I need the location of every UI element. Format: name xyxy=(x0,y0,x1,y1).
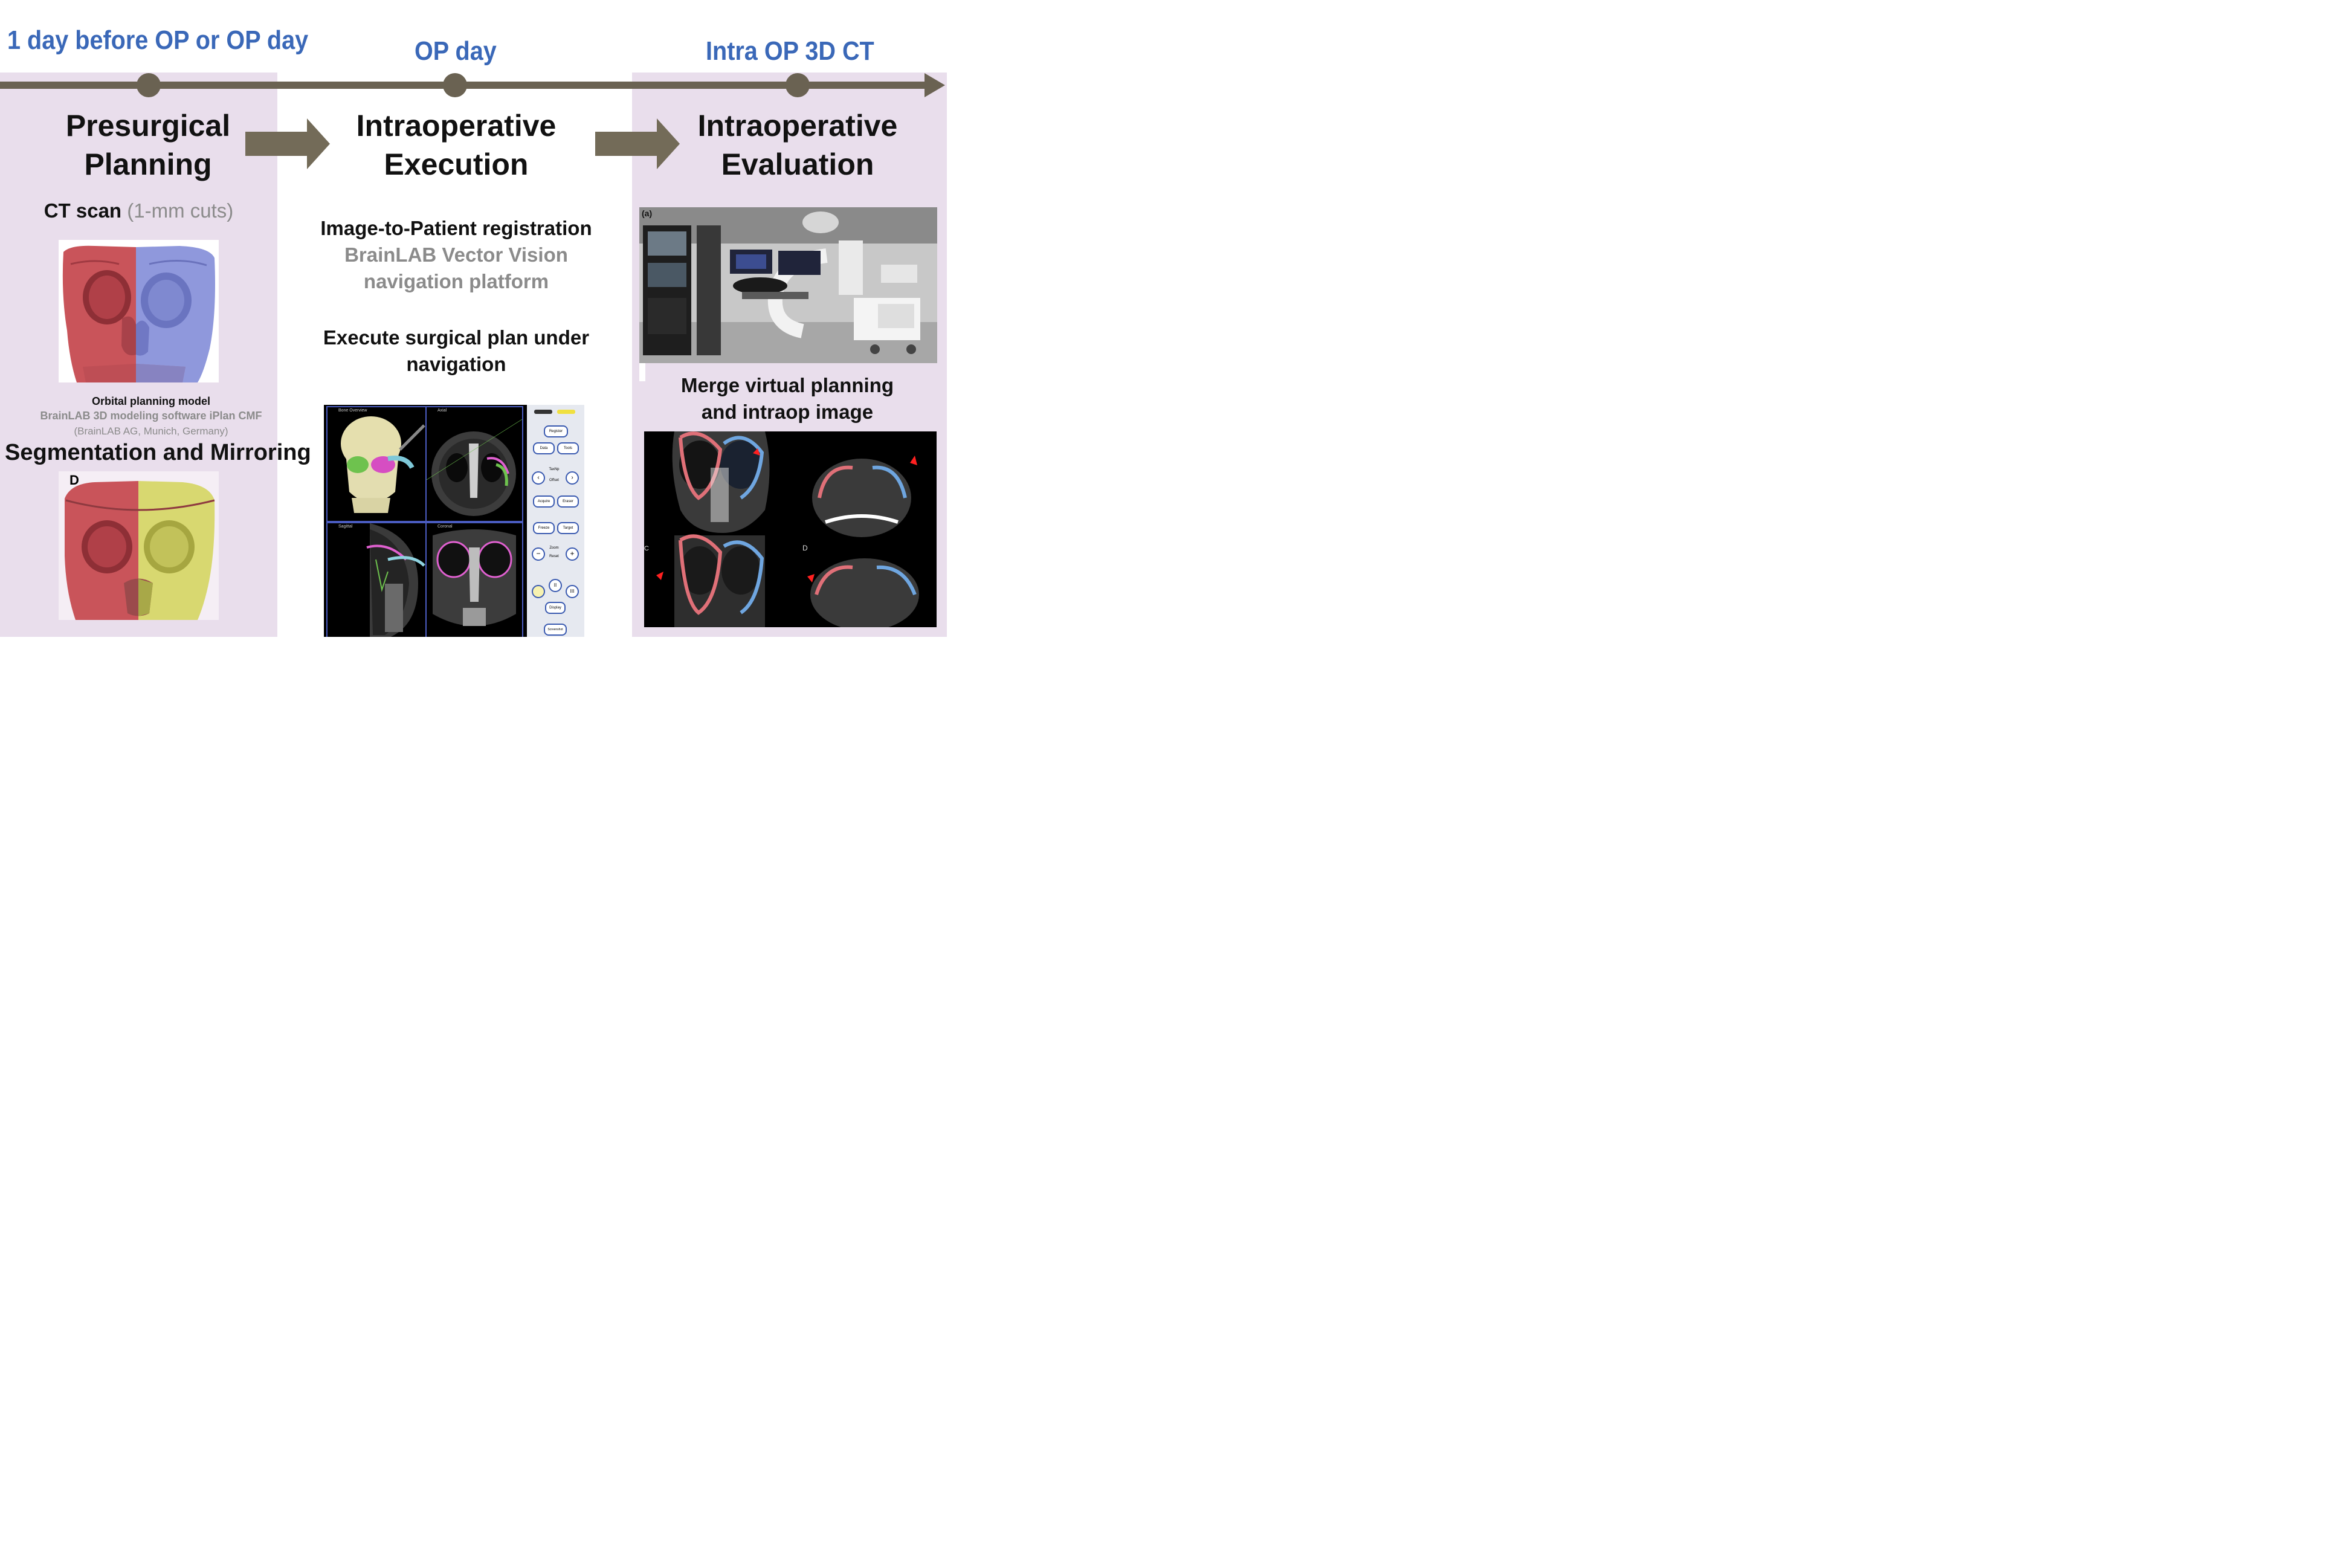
registration-text: Image-to-Patient registration xyxy=(320,217,592,239)
register-button[interactable]: Register xyxy=(544,425,568,437)
viewport-coronal: Coronal xyxy=(425,522,523,637)
timeline-dot-1 xyxy=(137,73,161,97)
model-vendor: (BrainLAB AG, Munich, Germany) xyxy=(74,425,228,437)
stage-title-planning: Presurgical Planning xyxy=(36,106,260,184)
freeze-button[interactable]: Freeze xyxy=(533,522,555,534)
mirrored-skull-image: D xyxy=(59,471,219,620)
offset-button[interactable]: Offset xyxy=(549,479,559,482)
phase-label-presurgical: 1 day before OP or OP day xyxy=(7,25,309,55)
data-button[interactable]: Data xyxy=(533,442,555,454)
photo-edge xyxy=(639,363,645,381)
stage-title-planning-line1: Presurgical xyxy=(65,109,231,143)
viewport-label: Sagittal xyxy=(338,524,353,529)
flow-arrow-1 xyxy=(245,118,330,169)
merge-line2: and intraop image xyxy=(701,401,874,423)
grid-icon[interactable]: III xyxy=(566,585,579,598)
merge-line1: Merge virtual planning xyxy=(680,374,894,396)
ct-scan-label: CT scan (1-mm cuts) xyxy=(0,199,277,222)
timeline-dot-3 xyxy=(786,73,810,97)
model-title: Orbital planning model xyxy=(91,395,210,407)
stage-title-evaluation-line2: Evaluation xyxy=(721,147,874,181)
photo-label: (a) xyxy=(642,208,653,218)
panel-letter-d: D xyxy=(802,544,808,552)
viewport-axial: Axial xyxy=(425,406,523,522)
phase-label-intra-op-ct: Intra OP 3D CT xyxy=(706,36,874,66)
viewport-label: Bone Overview xyxy=(338,408,367,413)
stage-title-execution-line2: Execution xyxy=(384,147,529,181)
execute-line1: Execute surgical plan under xyxy=(323,326,590,349)
timeline-dot-2 xyxy=(443,73,467,97)
ct-scan-cuts: (1-mm cuts) xyxy=(127,199,234,222)
viewport-bone-overview: Bone Overview xyxy=(326,406,427,522)
chevron-left-icon[interactable]: ‹ xyxy=(532,471,545,485)
ct-scan-bold: CT scan xyxy=(44,199,122,222)
panel-letter-c: C xyxy=(644,545,649,552)
acquire-button[interactable]: Acquire xyxy=(533,495,555,508)
taxnp-button[interactable]: TaxNp xyxy=(549,468,560,471)
segmentation-label: Segmentation and Mirroring xyxy=(5,440,311,465)
execute-line2: navigation xyxy=(406,353,506,375)
phase-label-op-day: OP day xyxy=(415,36,497,66)
skull-ct-image xyxy=(59,240,219,382)
pause-icon[interactable]: II xyxy=(549,579,562,592)
target-button[interactable]: Target xyxy=(557,522,579,534)
navigation-screenshot: Bone Overview Axial Sagittal xyxy=(324,405,584,637)
merged-ct-image: C D xyxy=(644,431,937,627)
stage-title-evaluation-line1: Intraoperative xyxy=(697,109,898,143)
reset-button[interactable]: Reset xyxy=(549,555,559,558)
stage-title-execution: Intraoperative Execution xyxy=(338,106,574,184)
info-icon[interactable] xyxy=(532,585,545,598)
stage-title-evaluation: Intraoperative Evaluation xyxy=(677,106,918,184)
operating-room-photo: (a) xyxy=(639,207,937,363)
stage-title-execution-line1: Intraoperative xyxy=(356,109,557,143)
model-software: BrainLAB 3D modeling software iPlan CMF xyxy=(40,410,262,422)
screenshot-button[interactable]: Screenshot xyxy=(544,624,567,636)
tools-button[interactable]: Tools xyxy=(557,442,579,454)
platform-line1: BrainLAB Vector Vision xyxy=(344,244,568,266)
viewport-label: Coronal xyxy=(437,524,453,529)
timeline-arrowhead xyxy=(924,73,945,97)
stage-title-planning-line2: Planning xyxy=(84,147,212,181)
display-button[interactable]: Display xyxy=(545,602,566,614)
viewport-sagittal: Sagittal xyxy=(326,522,427,637)
eraser-button[interactable]: Eraser xyxy=(557,495,579,508)
zoom-in-icon[interactable]: + xyxy=(566,547,579,561)
flow-arrow-2 xyxy=(595,118,680,169)
viewport-label: Axial xyxy=(437,408,447,413)
image-letter-d: D xyxy=(69,473,79,488)
platform-line2: navigation platform xyxy=(363,270,549,292)
chevron-right-icon[interactable]: › xyxy=(566,471,579,485)
zoom-button[interactable]: Zoom xyxy=(549,546,559,550)
zoom-out-icon[interactable]: − xyxy=(532,547,545,561)
navigation-control-panel: Register Data Tools ‹ TaxNp Offset › Acq… xyxy=(527,405,584,637)
